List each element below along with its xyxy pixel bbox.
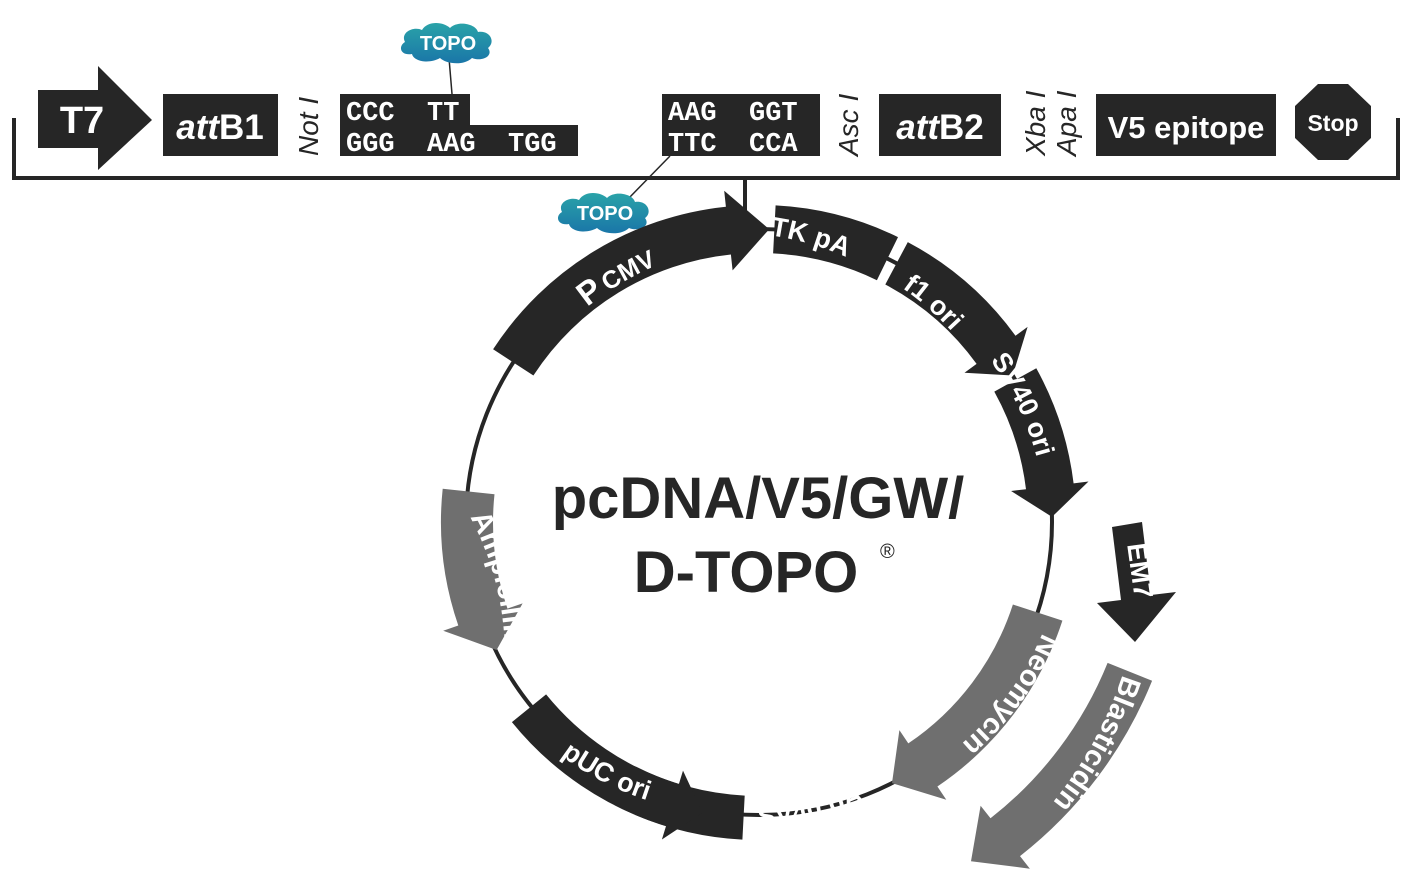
blasticidin-arrow [971, 662, 1153, 869]
overhang-bottom-strand: GGG AAG TGG [346, 130, 557, 160]
apa1-site-label: Apa I [1051, 90, 1082, 158]
v5-epitope-label: V5 epitope [1108, 110, 1265, 145]
bracket-line [12, 118, 1400, 180]
insert-bottom-strand: TTC CCA [668, 130, 798, 160]
v5-epitope-box: V5 epitope [1096, 94, 1276, 156]
pcmv-arrow [493, 190, 770, 376]
attb2-label: attB2 [896, 108, 984, 147]
attb1-box: attB1 [163, 94, 278, 156]
stop-label: Stop [1307, 110, 1358, 136]
sv40-pa-label: SV40 pA [756, 779, 866, 832]
asc1-site-label: Asc I [833, 94, 864, 158]
em7-arrow: EM7 [1097, 522, 1176, 642]
topo-lower: TOPO [557, 155, 671, 234]
t7-label: T7 [60, 100, 104, 142]
topo-overhang-sequence: CCC TT GGG AAG TGG [340, 94, 578, 160]
f1-ori-arrow [885, 242, 1028, 376]
puc-ori-arrow [511, 694, 703, 840]
topo-enzyme-icon [400, 23, 492, 64]
insert-top-strand: AAG GGT [668, 99, 798, 129]
neomycin-arrow [892, 604, 1063, 800]
tk-pa-box [773, 205, 898, 281]
topo-lower-label: TOPO [577, 203, 633, 225]
not1-site-label: Not I [293, 97, 324, 156]
stop-octagon: Stop [1295, 84, 1371, 160]
topo-upper-label: TOPO [420, 33, 476, 55]
t7-promoter-arrow: T7 [38, 66, 152, 170]
sv40-ori-arrow [994, 368, 1089, 517]
ampicillin-arrow [440, 488, 523, 650]
plasmid-title-line2: D-TOPO [634, 540, 859, 605]
overhang-top-strand: CCC TT [346, 99, 459, 129]
plasmid-title-line1: pcDNA/V5/GW/ [552, 466, 965, 531]
linear-map: T7 attB1 Not I CCC TT GGG AAG TGG AAG GG… [12, 66, 1400, 218]
topo-insert-sequence: AAG GGT TTC CCA [662, 94, 820, 160]
attb2-box: attB2 [879, 94, 1001, 156]
topo-upper: TOPO [400, 23, 492, 95]
attb1-label: attB1 [176, 108, 264, 147]
registered-mark: ® [880, 541, 895, 563]
topo-enzyme-icon [557, 193, 649, 234]
xba1-site-label: Xba I [1020, 90, 1051, 157]
